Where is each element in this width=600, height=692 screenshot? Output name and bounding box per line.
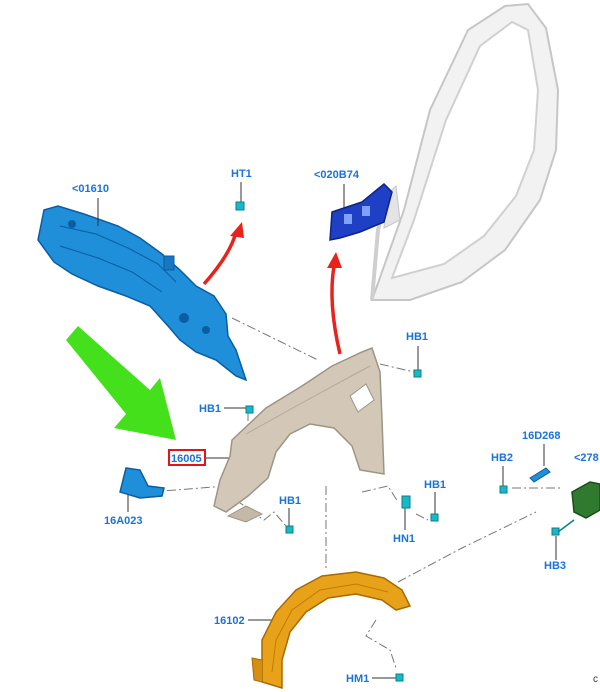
red-arrows — [202, 222, 342, 355]
label-hb3: HB3 — [544, 560, 566, 572]
label-hn1: HN1 — [393, 533, 415, 545]
part-labels: <01610 HT1 <020B74 HB1 HB1 16005 16A023 … — [72, 168, 599, 685]
label-16102: 16102 — [214, 615, 245, 627]
wheelhouse-liner-part — [251, 571, 412, 690]
fastener-hm1 — [395, 673, 404, 682]
label-020B74: <020B74 — [314, 169, 360, 181]
label-hb1-top: HB1 — [406, 331, 428, 343]
small-bracket-part — [119, 467, 165, 499]
corner-text: c — [593, 674, 598, 685]
red-arrow-head-ht1 — [230, 222, 244, 238]
label-hb2: HB2 — [491, 452, 513, 464]
red-arrow-head-bracket — [327, 252, 342, 268]
fastener-ht1 — [235, 201, 245, 211]
label-ht1: HT1 — [231, 168, 252, 180]
fastener-hb1-right — [430, 513, 439, 522]
body-side-frame — [370, 2, 560, 301]
fastener-hb1-left — [245, 405, 254, 414]
fastener-hb1-top — [413, 369, 422, 378]
label-16D268: 16D268 — [522, 430, 561, 442]
label-hb1-right: HB1 — [424, 479, 446, 491]
fender-part — [213, 347, 385, 523]
fastener-hb1-bottom — [285, 525, 294, 534]
label-16005: 16005 — [171, 453, 202, 465]
fastener-hb2 — [499, 485, 508, 494]
label-01610: <01610 — [72, 183, 109, 195]
label-hb1-bottom: HB1 — [279, 495, 301, 507]
highlight-box — [168, 449, 206, 466]
label-hm1: HM1 — [346, 673, 369, 685]
label-hb1-left: HB1 — [199, 403, 221, 415]
label-278: <278 — [574, 452, 599, 464]
bracket-part — [329, 182, 393, 241]
far-right-part — [571, 481, 600, 519]
fasteners — [235, 201, 575, 682]
green-arrow — [66, 326, 176, 440]
fastener-hn1 — [401, 495, 411, 509]
dash-panel-part — [37, 205, 248, 382]
label-16A023: 16A023 — [104, 515, 143, 527]
clip-part-16D268 — [529, 467, 551, 483]
